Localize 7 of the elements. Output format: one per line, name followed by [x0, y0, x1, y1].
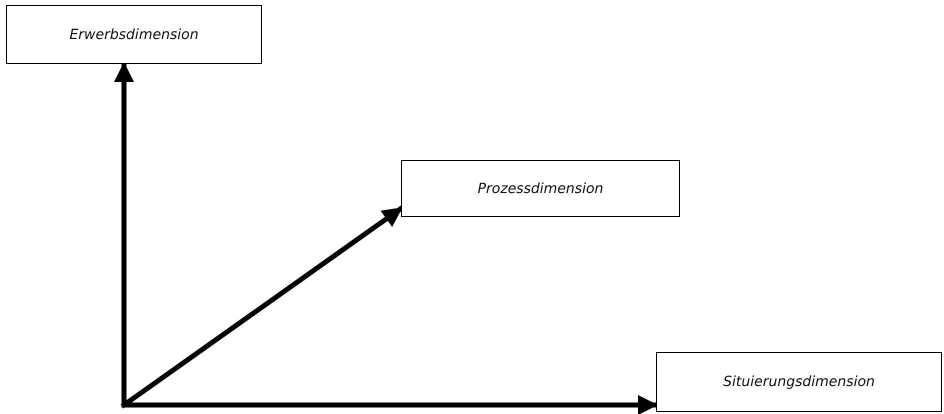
label-box: [656, 352, 942, 412]
label-box: [6, 5, 262, 64]
dimension-label: Situierungsdimension: [723, 374, 875, 390]
label-box: [401, 160, 680, 217]
dimension-label: Prozessdimension: [478, 180, 604, 196]
dimension-label: Erwerbsdimension: [69, 26, 199, 42]
axis-arrow: [122, 206, 404, 408]
